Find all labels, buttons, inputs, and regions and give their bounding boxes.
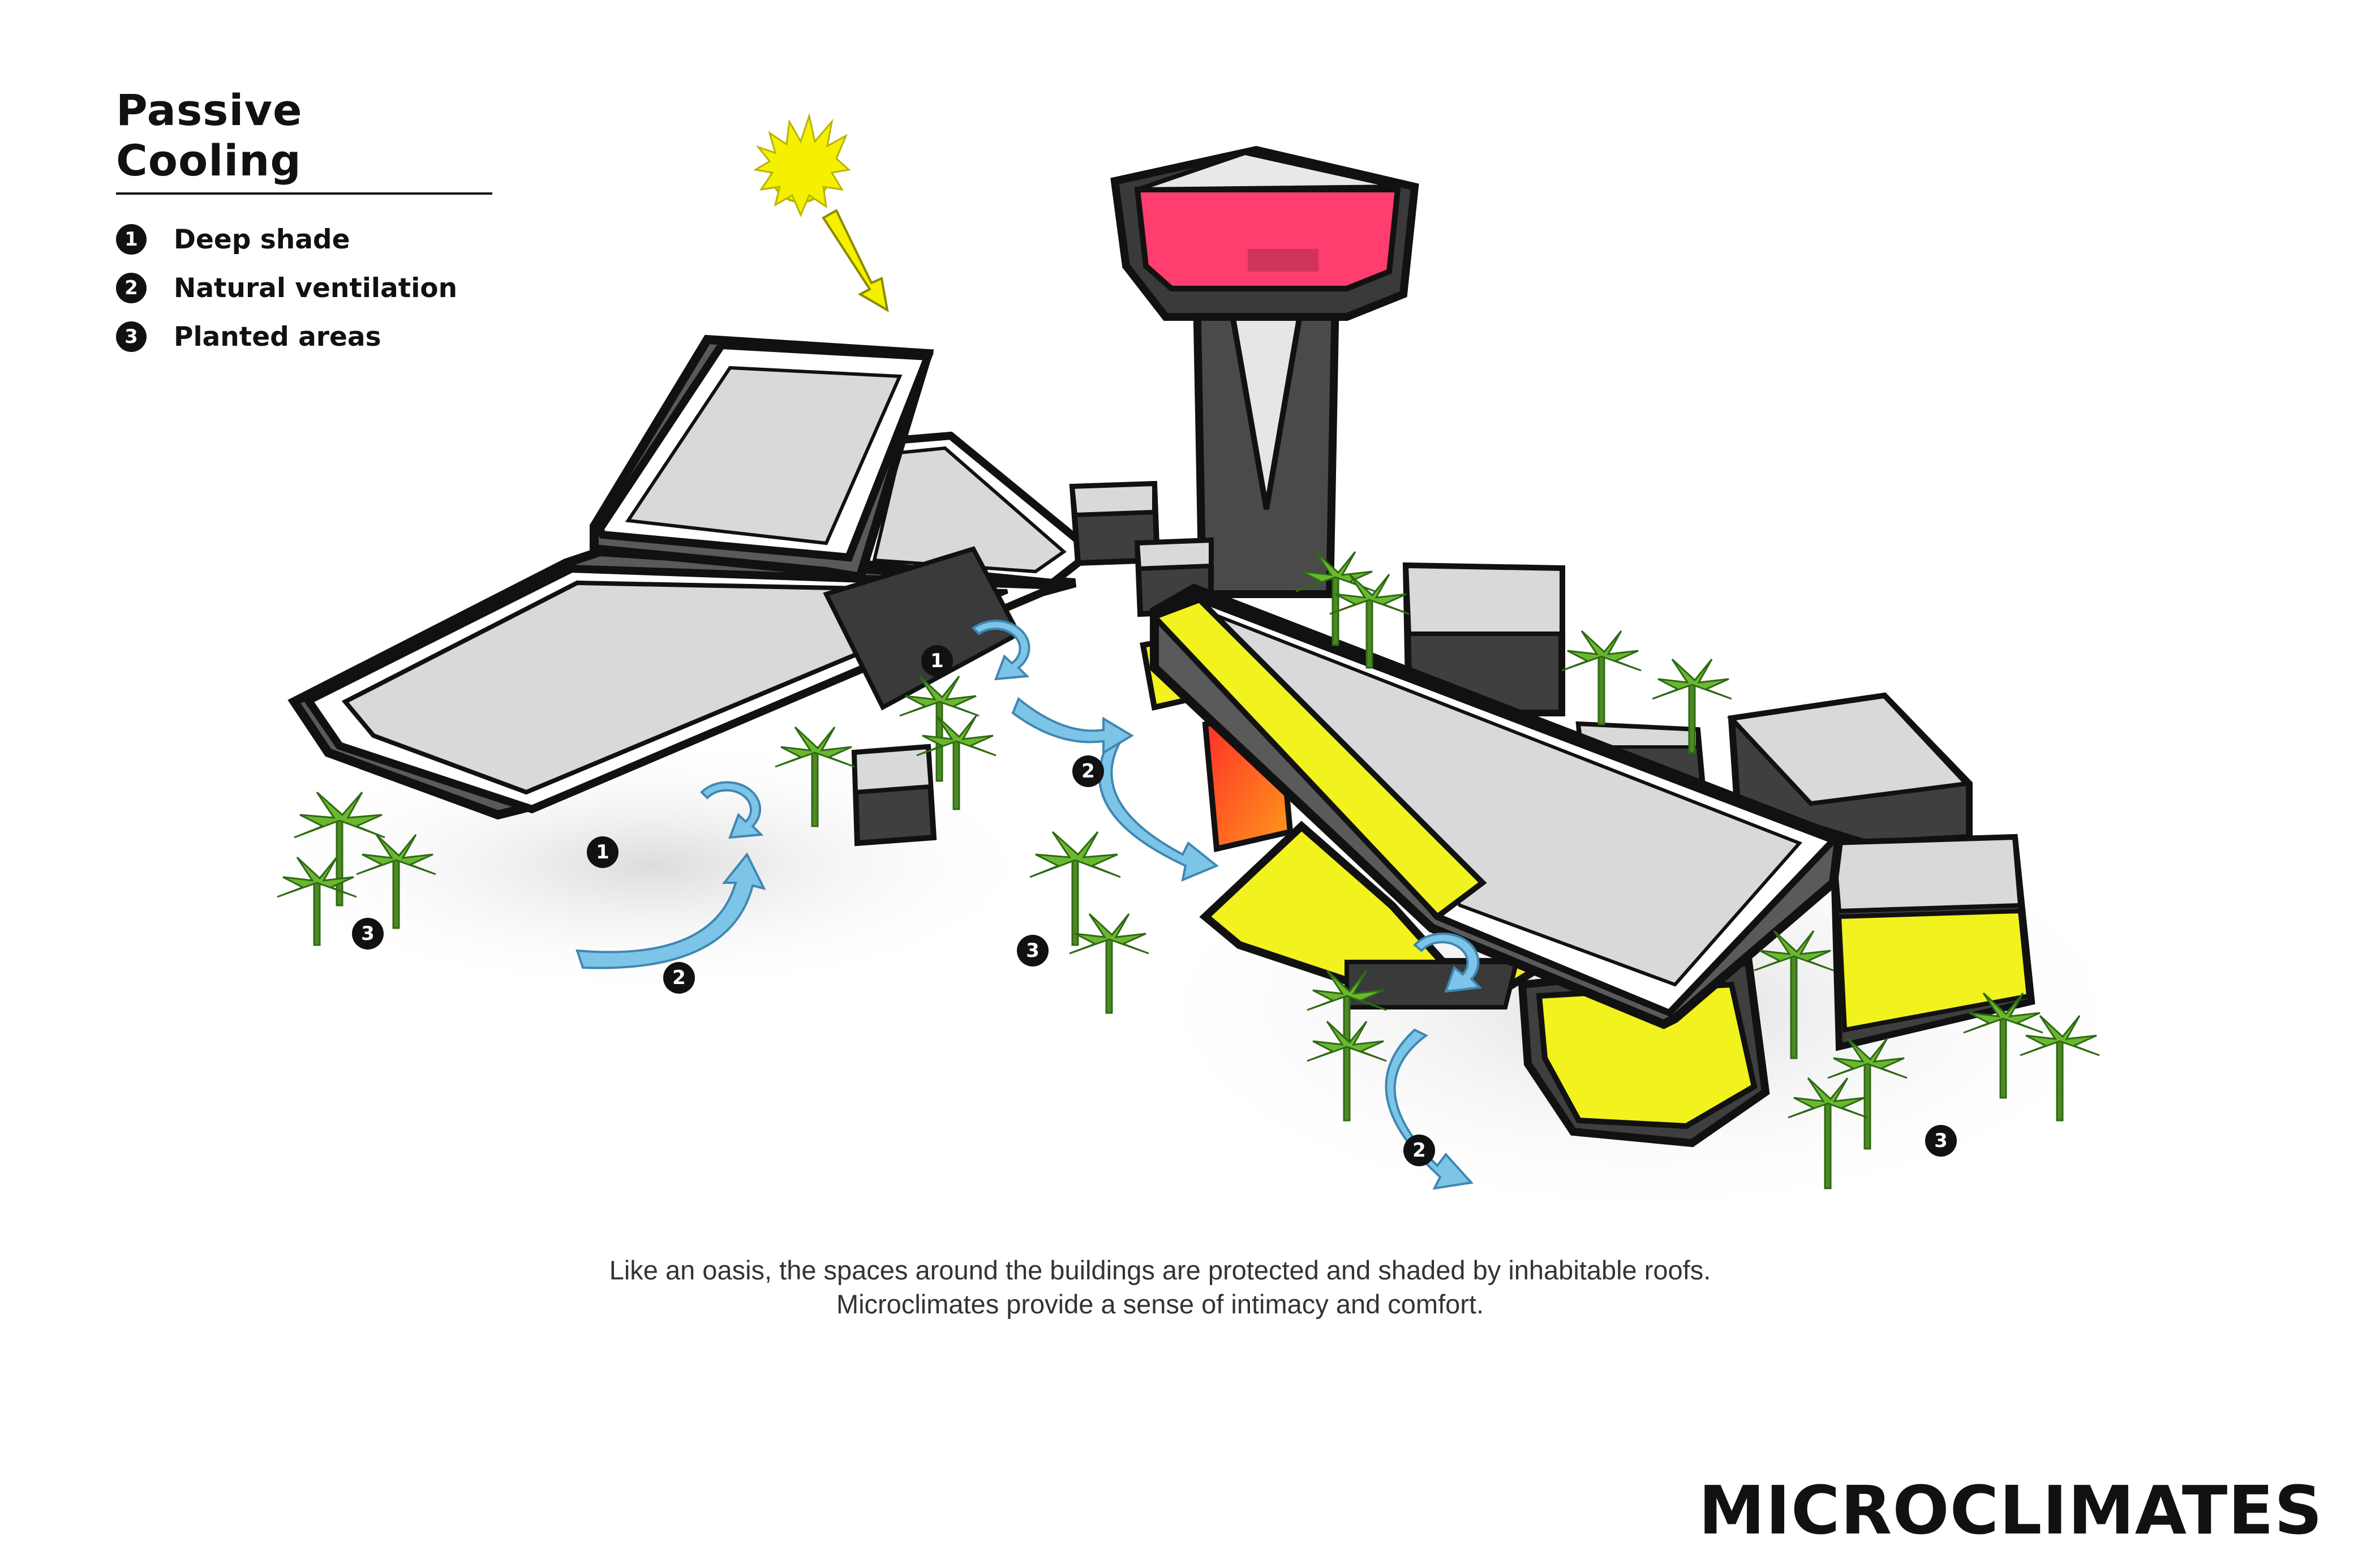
palm-tree-icon <box>277 856 357 946</box>
airflow-circular <box>971 620 1030 681</box>
right-building <box>1140 583 1844 1148</box>
palm-trees <box>277 551 2100 1189</box>
marker-natural-ventilation: 2 <box>1403 1135 1435 1166</box>
airflow-circular <box>1413 933 1483 993</box>
palm-tree-icon <box>1029 831 1121 946</box>
palm-tree-icon <box>1307 1020 1387 1122</box>
sun-ray-arrow <box>822 209 889 312</box>
palm-tree-icon <box>775 726 855 827</box>
palm-tree-icon <box>2020 1015 2100 1122</box>
legend-item-planted-areas: 3 Planted areas <box>116 312 492 361</box>
palm-tree-icon <box>916 715 997 810</box>
palm-tree-icon <box>294 791 385 907</box>
page-title: MICROCLIMATES <box>1698 1471 2323 1549</box>
caption-line: Microclimates provide a sense of intimac… <box>836 1289 1484 1319</box>
caption-line: Like an oasis, the spaces around the bui… <box>609 1255 1711 1285</box>
legend-list: 1 Deep shade 2 Natural ventilation 3 Pla… <box>116 215 492 361</box>
left-building <box>287 334 1099 820</box>
caption: Like an oasis, the spaces around the bui… <box>453 1253 1867 1321</box>
palm-tree-icon <box>1329 573 1410 669</box>
legend-item-natural-ventilation: 2 Natural ventilation <box>116 264 492 312</box>
airflow-arrow <box>575 852 766 969</box>
legend-title: Passive Cooling <box>116 85 492 195</box>
palm-tree-icon <box>1561 630 1642 725</box>
marker-deep-shade: 1 <box>587 836 619 868</box>
palm-tree-icon <box>1652 658 1732 754</box>
palm-tree-icon <box>1754 930 1834 1059</box>
legend-label: Natural ventilation <box>174 272 458 304</box>
marker-planted-areas: 3 <box>1017 935 1049 966</box>
cube-right-yellow <box>1829 834 2035 1051</box>
cube-right-tall <box>1402 562 1565 716</box>
number-badge-icon: 3 <box>116 321 147 352</box>
palm-tree-icon <box>1069 913 1149 1014</box>
number-badge-icon: 2 <box>116 273 147 303</box>
palm-tree-icon <box>1827 1037 1908 1150</box>
legend-label: Deep shade <box>174 224 350 255</box>
cube-right-far <box>1726 692 1973 847</box>
sun-icon <box>753 113 851 217</box>
airflow-arrow <box>1011 697 1134 755</box>
marker-deep-shade: 1 <box>921 645 953 677</box>
number-badge-icon: 1 <box>116 224 147 255</box>
cube-center-left <box>851 744 937 847</box>
palm-tree-icon <box>356 834 436 929</box>
palm-tree-icon <box>1788 1077 1868 1189</box>
legend: Passive Cooling 1 Deep shade 2 Natural v… <box>116 85 492 361</box>
marker-planted-areas: 3 <box>1925 1125 1957 1157</box>
marker-planted-areas: 3 <box>352 918 384 950</box>
airflow-arrow <box>1385 1028 1474 1190</box>
marker-natural-ventilation: 2 <box>1072 755 1104 787</box>
observation-tower <box>1110 145 1419 598</box>
airflow-arrow <box>1098 739 1219 882</box>
airflow-arrows <box>575 620 1483 1190</box>
legend-label: Planted areas <box>174 321 381 353</box>
palm-tree-icon <box>1963 992 2043 1099</box>
legend-item-deep-shade: 1 Deep shade <box>116 215 492 264</box>
airflow-circular <box>700 781 764 839</box>
marker-natural-ventilation: 2 <box>663 962 695 994</box>
